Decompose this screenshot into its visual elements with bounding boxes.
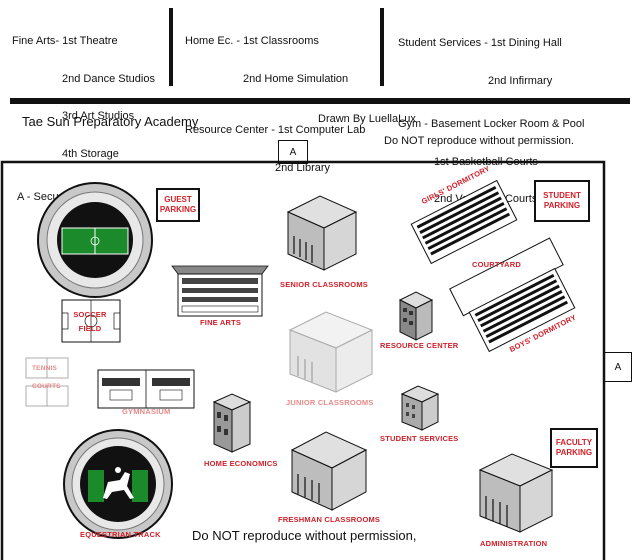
credit-text: Drawn By LuellaLux [318,113,416,125]
boys-dormitory-building [468,267,576,353]
student-parking-label: STUDENT PARKING [543,191,581,210]
tennis-courts-label: TENNIS COURTS [32,365,61,390]
student-parking: STUDENT PARKING [534,180,590,222]
soccer-field-label: SOCCER FIELD [73,310,107,333]
fine-arts-label: FINE ARTS [200,318,242,327]
legend-item: 2nd Dance Studios [62,72,155,85]
legend-item: Student Services - 1st Dining Hall [398,37,562,49]
student-services-label: STUDENT SERVICES [380,434,459,443]
resource-center-label: RESOURCE CENTER [380,341,459,350]
faculty-parking: FACULTY PARKING [550,428,598,468]
legend-item: Fine Arts- 1st Theatre [12,35,118,47]
guest-parking: GUEST PARKING [156,188,200,222]
soccer-field-drawing [61,299,121,343]
legend-divider [169,8,173,86]
equestrian-track-label: EQUESTRIAN TRACK [80,530,161,539]
legend-item: 2nd Library [275,161,331,174]
faculty-parking-label: FACULTY PARKING [555,438,593,457]
equestrian-track-drawing [63,429,173,539]
page-title: Tae Sun Preparatory Academy [22,114,199,129]
security-gate-top: A [278,140,308,164]
legend-item: Resource Center - 1st Computer Lab [185,124,366,136]
legend-item: 3rd Art Studios [62,110,135,122]
gymnasium-label: GYMNASIUM [122,407,171,416]
home-economics-label: HOME ECONOMICS [204,459,278,468]
legend-item: Gym - Basement Locker Room & Pool [398,118,585,130]
notice-top: Do NOT reproduce without permission. [384,135,574,147]
fine-arts-building [171,265,269,317]
freshman-classrooms-building [290,431,368,511]
legend-item: Home Ec. - 1st Classrooms [185,35,319,47]
legend-divider [380,8,384,86]
junior-classrooms-building [288,311,374,393]
gymnasium-drawing [97,369,195,409]
junior-classrooms-label: JUNIOR CLASSROOMS [286,398,374,407]
girls-dormitory-building [410,179,518,265]
football-stadium [37,182,153,298]
freshman-classrooms-label: FRESHMAN CLASSROOMS [278,515,381,524]
student-services-building [400,385,440,431]
tennis-courts-drawing [25,357,69,407]
legend-item: 2nd Infirmary [488,74,553,87]
legend-item: 4th Storage [62,147,119,160]
home-economics-building [212,393,252,453]
administration-building [478,453,554,533]
campus-boundary [0,160,606,560]
senior-classrooms-label: SENIOR CLASSROOMS [280,280,368,289]
security-gate-right: A [604,352,632,382]
senior-classrooms-building [286,195,358,271]
courtyard-label: COURTYARD [472,260,522,269]
notice-bottom: Do NOT reproduce without permission, [192,528,417,543]
legend-home-ec: Home Ec. - 1st Classrooms 2nd Home Simul… [185,10,365,187]
resource-center-building [398,291,434,341]
header-rule [10,98,630,104]
administration-label: ADMINISTRATION [480,539,548,548]
legend-item: 2nd Home Simulation [243,72,349,85]
guest-parking-label: GUEST PARKING [159,195,197,214]
